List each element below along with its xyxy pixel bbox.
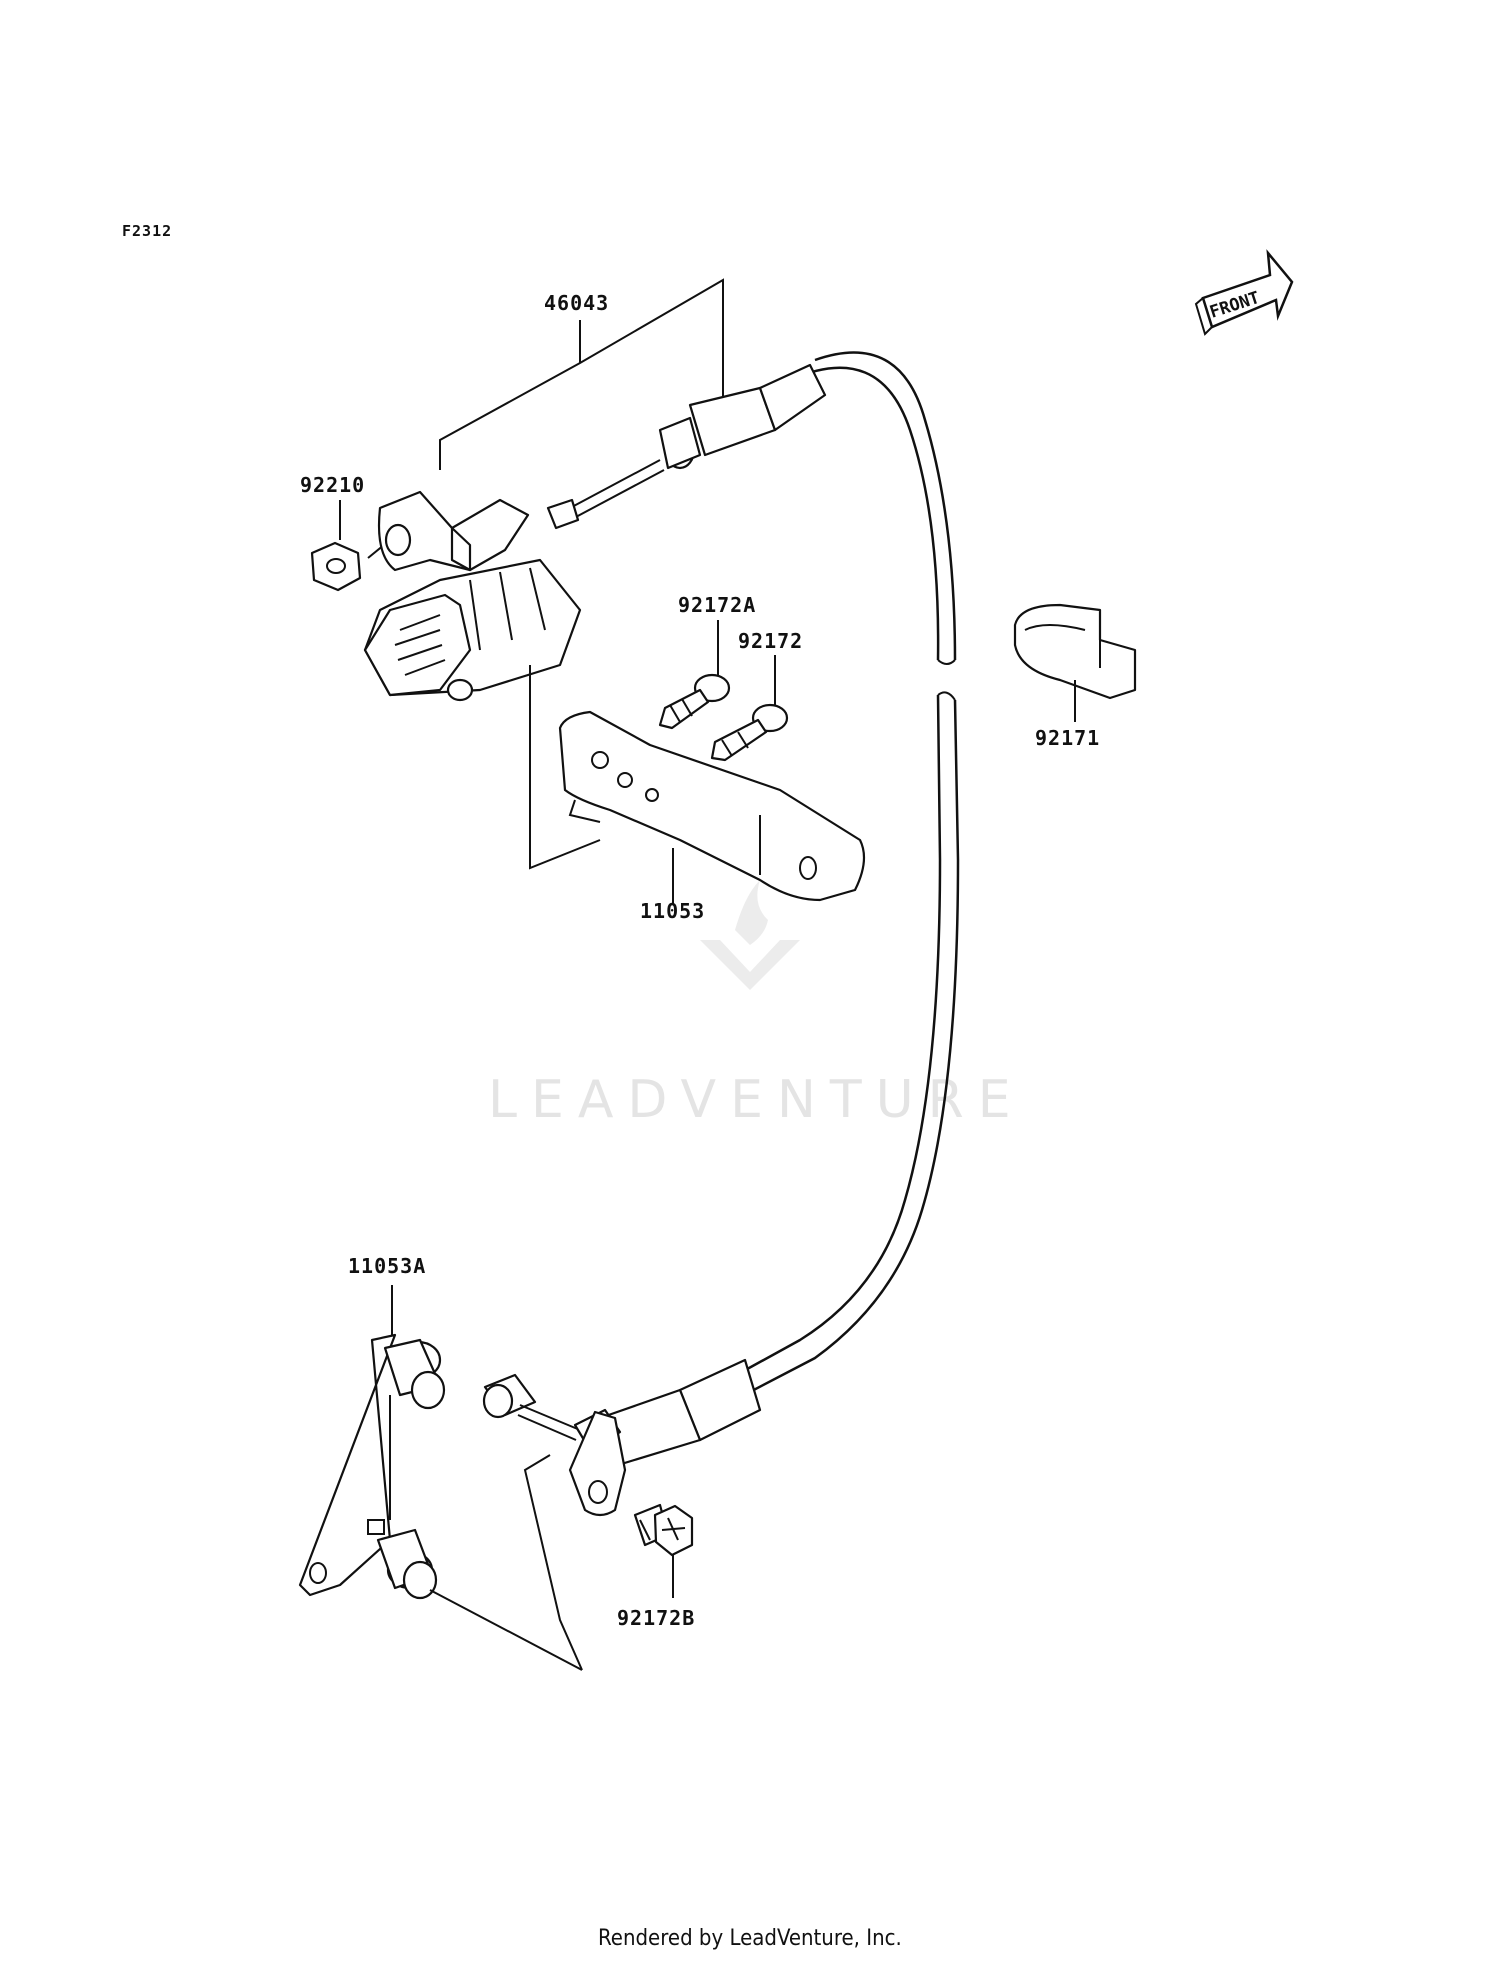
- diagram-code: F2312: [122, 222, 172, 240]
- bolt-92172B: [633, 1503, 694, 1598]
- leadventure-watermark: LEADVENTURE: [488, 880, 1011, 1130]
- label-46043: 46043: [544, 291, 609, 315]
- screw-92172: [710, 655, 789, 762]
- cable-end-lower: [482, 1373, 627, 1517]
- label-92172B: 92172B: [617, 1606, 695, 1630]
- leader-46043: [439, 278, 724, 470]
- throttle-cable: [546, 351, 960, 1467]
- front-arrow-icon: FRONT: [1194, 249, 1294, 336]
- throttle-lever-assembly: [363, 490, 582, 702]
- bracket-11053: [558, 710, 866, 905]
- label-92210: 92210: [300, 473, 365, 497]
- label-11053: 11053: [640, 899, 705, 923]
- leader-11053-bracket: [529, 665, 601, 870]
- lever-11053A: [298, 1285, 583, 1671]
- screw-92172A: [658, 620, 731, 730]
- label-92172A: 92172A: [678, 593, 756, 617]
- footer-credit: Rendered by LeadVenture, Inc.: [598, 1926, 902, 1951]
- label-92172: 92172: [738, 629, 803, 653]
- label-92171: 92171: [1035, 726, 1100, 750]
- clamp-92171: [1013, 603, 1137, 722]
- label-11053A: 11053A: [348, 1254, 426, 1278]
- nut-92210: [310, 500, 391, 592]
